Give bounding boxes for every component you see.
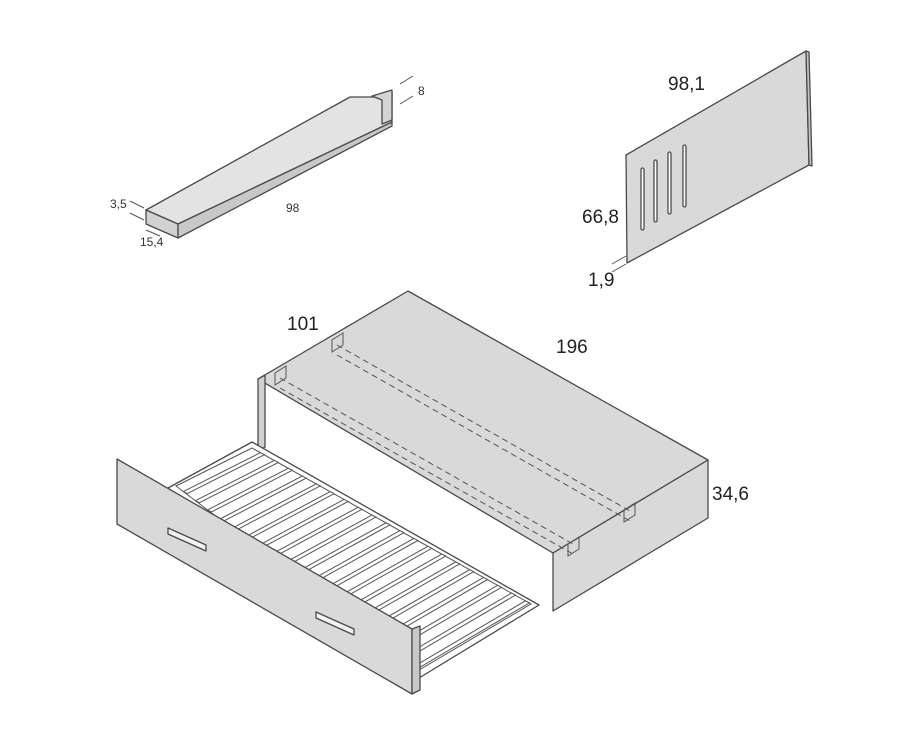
bed-left-end-panel [257,374,266,452]
headboard-panel [611,50,813,273]
headboard-front-face [625,50,810,264]
drawer-front-edge [411,625,421,695]
bed-right-end-panel [552,459,709,612]
shelf-height-label: 8 [418,84,425,98]
drawer-handle-right [315,611,355,636]
headboard-width-label: 98,1 [668,74,705,95]
bed-hidden-rails [279,344,631,555]
headboard-slots [640,144,687,231]
headboard-edge [805,50,813,167]
bed-length-label: 196 [556,337,588,358]
bed-height-label: 34,6 [712,484,749,505]
slat [182,452,266,495]
shelf-depth-label: 15,4 [140,235,164,249]
shelf-thickness-label: 3,5 [110,197,127,211]
slat [194,459,280,504]
shelf-lip [371,89,393,125]
shelf-top-face [145,91,393,225]
slat [206,467,294,513]
shelf-with-brackets [117,61,414,239]
shelf-length-label: 98 [286,201,300,215]
shelf-long-face [177,121,393,239]
slatted-base [167,441,540,679]
bed-frame [257,290,709,612]
headboard-thickness-label: 1,9 [588,270,614,291]
drawer-handle-left [167,527,207,552]
bed-width-label: 101 [287,314,319,335]
trundle-drawer [116,441,540,695]
shelf-bracket-right [240,61,302,99]
headboard-height-label: 66,8 [582,207,619,228]
shelf-bracket-left [117,129,177,167]
